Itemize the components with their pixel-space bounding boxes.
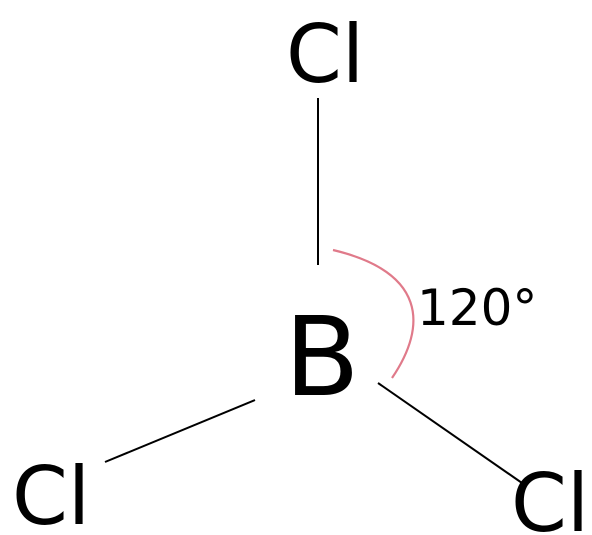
bond-angle-label: 120° — [417, 279, 537, 337]
bond-left — [104, 399, 256, 463]
atom-left-cl: Cl — [12, 450, 90, 535]
atom-top-cl: Cl — [286, 8, 364, 101]
atom-central-b: B — [284, 293, 359, 421]
bond-right — [377, 382, 523, 484]
bond-angle-arc — [332, 248, 415, 379]
atom-right-cl: Cl — [511, 457, 589, 535]
